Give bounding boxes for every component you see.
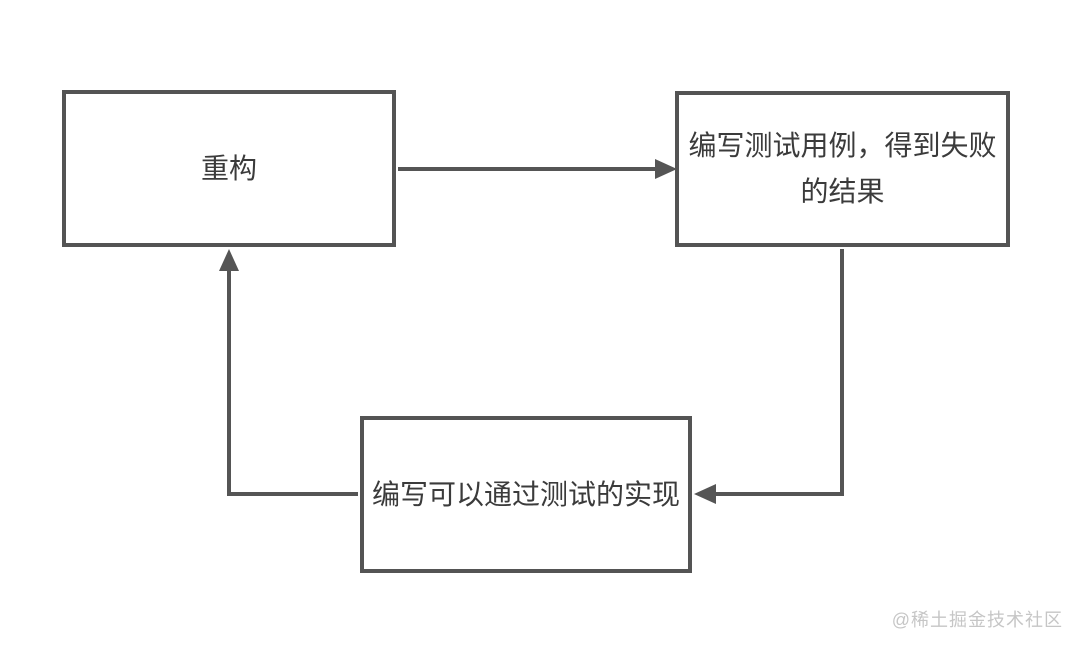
node-write-test-label: 编写测试用例，得到失败 的结果 [688,130,997,207]
node-write-impl: 编写可以通过测试的实现 [360,416,692,573]
node-write-test: 编写测试用例，得到失败 的结果 [675,91,1010,247]
watermark: @稀土掘金技术社区 [891,610,1063,630]
arrow-write-test-to-write-impl [694,249,844,504]
node-refactor-label: 重构 [200,152,257,184]
node-write-impl-label: 编写可以通过测试的实现 [371,478,680,510]
arrow-write-impl-to-refactor [219,249,358,496]
arrow-refactor-to-write-test [398,159,677,179]
node-refactor: 重构 [62,90,396,247]
